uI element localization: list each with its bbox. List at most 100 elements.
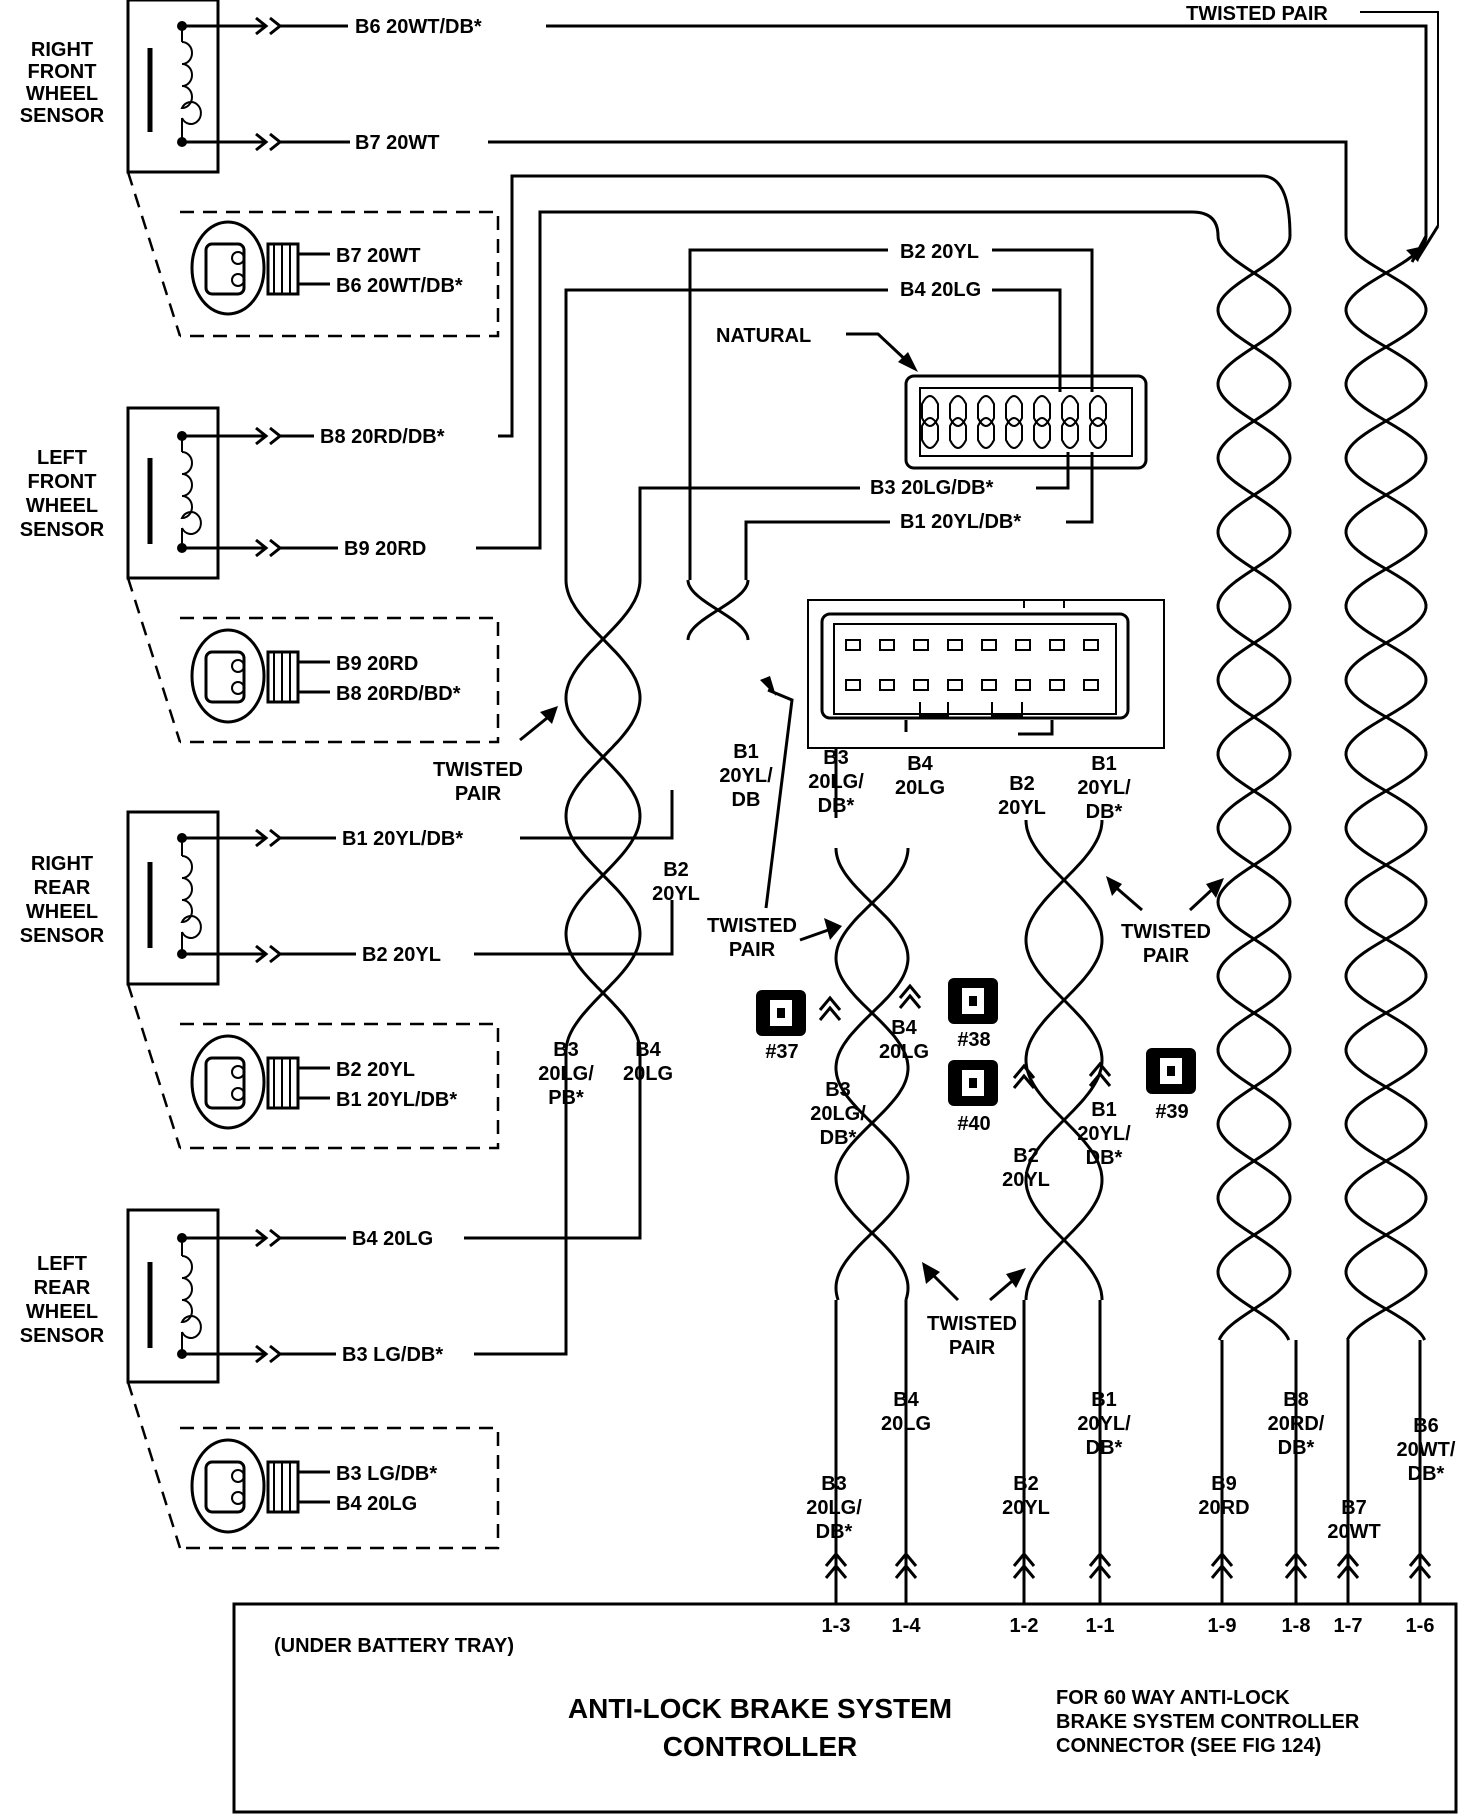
- sensor-right-rear: RIGHT REAR WHEEL SENSOR B1 20YL/DB* B2 2…: [20, 810, 500, 1150]
- natural-connector: NATURAL: [716, 325, 1148, 470]
- connector-pin-label: B4 20LG: [336, 1493, 417, 1515]
- connector-plug-icon: [190, 220, 300, 316]
- wire-label: B3 20LG/DB*: [870, 477, 994, 499]
- wire-label: B4 20LG: [352, 1228, 433, 1250]
- wire-label: B1: [1091, 1099, 1117, 1121]
- twisted-helix-left: [564, 579, 642, 1051]
- twisted-label: PAIR: [729, 939, 776, 961]
- connector-cavity: [1015, 679, 1031, 691]
- wire-label: 20YL/: [719, 765, 773, 787]
- connector-cavity: [947, 679, 963, 691]
- connector-cavity: [981, 679, 997, 691]
- sensor-label-line: RIGHT: [31, 39, 93, 61]
- wire-label: 20YL/: [1077, 777, 1131, 799]
- pin-number: 1-7: [1334, 1615, 1363, 1637]
- lower-connector: [807, 599, 1165, 749]
- wire-label: B1 20YL/DB*: [900, 511, 1021, 533]
- wire-label: B4 20LG: [900, 279, 981, 301]
- pin-connector-chevron: [1408, 1551, 1432, 1579]
- wire-label: 20LG: [895, 777, 945, 799]
- lf-wiring: [476, 174, 1292, 550]
- connector-cavity: [1083, 639, 1099, 651]
- connector-cavity: [845, 679, 861, 691]
- wire-label: B2: [1013, 1473, 1039, 1495]
- connector-cavity: [1083, 679, 1099, 691]
- wire-label: B3: [553, 1039, 579, 1061]
- wire-label: 20LG/: [808, 771, 864, 793]
- wire-label: 20YL/: [1077, 1413, 1131, 1435]
- sensor-box: [126, 1208, 220, 1384]
- upper-wire-bundle: B2 20YL B4 20LG B3 20LG/DB* B1 20YL/DB*: [564, 241, 1094, 580]
- pin-number: 1-2: [1010, 1615, 1039, 1637]
- wire-label: DB*: [1086, 1437, 1123, 1459]
- twisted-strand: [1024, 819, 1104, 1301]
- sensor-left-rear: LEFT REAR WHEEL SENSOR B4 20LG B3 LG/DB*…: [20, 1208, 500, 1550]
- wire-label: B9 20RD: [344, 538, 426, 560]
- wire-label: DB*: [816, 1521, 853, 1543]
- ground-label: #40: [957, 1113, 990, 1135]
- twisted-label: TWISTED: [1121, 921, 1211, 943]
- wire-label: B4: [635, 1039, 661, 1061]
- twisted-strand: [1024, 819, 1104, 1301]
- connector-cavity: [1049, 679, 1065, 691]
- twisted-strand: [564, 579, 642, 1051]
- wire-label: PB*: [548, 1087, 584, 1109]
- sensor-coil: [180, 26, 202, 142]
- twisted-pair-callout-4: TWISTED PAIR: [922, 1262, 1026, 1359]
- twisted-pair-callout-2: TWISTED PAIR: [707, 676, 842, 961]
- ground-label: #39: [1155, 1101, 1188, 1123]
- pin-connector-chevron: [1284, 1551, 1308, 1579]
- connector-view-box: [180, 1022, 500, 1150]
- connector-plug-icon: [190, 1438, 300, 1534]
- twisted-pair-callout-3: TWISTED PAIR: [1106, 876, 1224, 967]
- wire-label: 20LG/: [806, 1497, 862, 1519]
- sensor-label-line: SENSOR: [20, 519, 105, 541]
- sensor-label-line: RIGHT: [31, 853, 93, 875]
- sensor-box: [126, 810, 220, 986]
- connector-plug-icon: [190, 628, 300, 724]
- connector-cavity: [981, 639, 997, 651]
- connector-pin-label: B6 20WT/DB*: [336, 275, 463, 297]
- natural-label: NATURAL: [716, 325, 811, 347]
- controller-box: [232, 1602, 1458, 1814]
- wire-label: B3: [823, 747, 849, 769]
- sensor-label-line: WHEEL: [26, 1301, 98, 1323]
- sensor-label-line: SENSOR: [20, 105, 105, 127]
- wire-label: B4: [907, 753, 933, 775]
- sensor-label-line: REAR: [34, 877, 91, 899]
- wire-label: DB*: [818, 795, 855, 817]
- sensor-box: [126, 0, 220, 174]
- twisted-strand: [834, 847, 910, 1301]
- connector-view-box: [180, 210, 500, 338]
- wire-label: 20YL: [652, 883, 700, 905]
- twisted-helix-rf: [1344, 235, 1428, 1341]
- twisted-strand: [1344, 235, 1428, 1341]
- pin-number: 1-3: [822, 1615, 851, 1637]
- connector-cavity: [1049, 639, 1065, 651]
- pin-connector-chevron: [894, 1551, 918, 1579]
- connector-view-box: [180, 1426, 500, 1550]
- pin-number: 1-6: [1406, 1615, 1435, 1637]
- rf-wiring: TWISTED PAIR: [488, 3, 1440, 263]
- wire-label: 20YL/: [1077, 1123, 1131, 1145]
- wire-label: B1: [733, 741, 759, 763]
- wire-label: B6 20WT/DB*: [355, 16, 482, 38]
- wire-label: DB*: [1086, 1147, 1123, 1169]
- ground-39: #39: [1146, 1048, 1196, 1123]
- wire-label: B7: [1341, 1497, 1367, 1519]
- wire-label: 20LG/: [810, 1103, 866, 1125]
- twisted-strand: [1216, 235, 1292, 1341]
- ground-38: #38: [948, 978, 998, 1051]
- twisted-pair-label: TWISTED PAIR: [1186, 3, 1328, 25]
- sensor-coil: [180, 436, 202, 548]
- ground-label: #37: [765, 1041, 798, 1063]
- twisted-label: PAIR: [1143, 945, 1190, 967]
- wire-label: B1: [1091, 753, 1117, 775]
- pin-connector-chevron: [1012, 1551, 1036, 1579]
- controller-location: (UNDER BATTERY TRAY): [274, 1635, 514, 1657]
- pin-connector-chevron: [1336, 1551, 1360, 1579]
- twisted-strand: [564, 579, 642, 1051]
- sensor-label-line: LEFT: [37, 1253, 87, 1275]
